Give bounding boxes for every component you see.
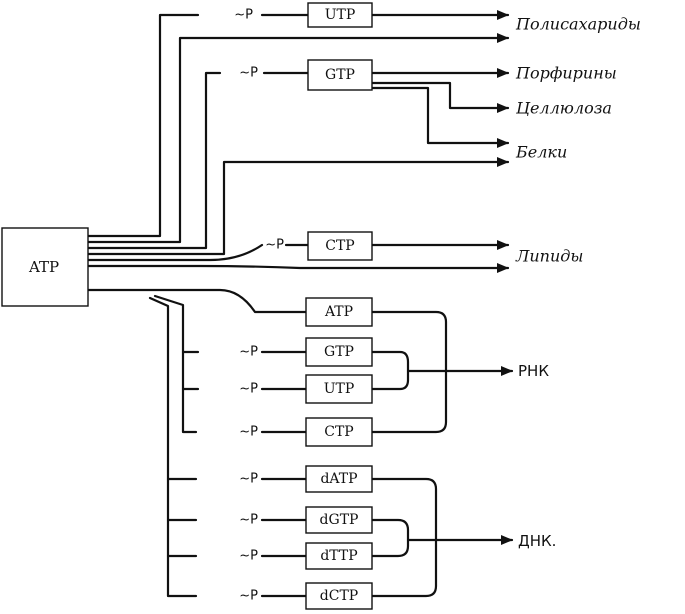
- product-cellulose: Целлюлоза: [515, 99, 612, 118]
- source-atp-box: ATP: [1, 227, 89, 307]
- box-rna-gtp: GTP: [305, 337, 373, 367]
- phosphate-label: ~P: [239, 66, 258, 81]
- product-rna: РНК: [518, 362, 549, 380]
- line-utp-top: [86, 13, 200, 238]
- arrow-proteins-from-gtp: [370, 86, 510, 148]
- box-dna-datp-label: dATP: [320, 471, 357, 487]
- arrow-cellulose: [370, 81, 510, 113]
- phosphate-label: ~P: [239, 513, 258, 528]
- box-dna-dctp-label: dCTP: [320, 588, 358, 604]
- line-gtp-top: [86, 71, 222, 250]
- product-dna: ДНК.: [518, 532, 556, 550]
- box-dna-datp: dATP: [305, 465, 373, 493]
- box-rna-ctp-label: CTP: [324, 424, 353, 440]
- product-lipids: Липиды: [515, 247, 583, 266]
- phosphate-labels: ~P ~P ~P ~P ~P ~P ~P ~P ~P ~P: [234, 8, 284, 604]
- line-dna-trunk: [148, 296, 198, 598]
- arrow-polysaccharides-direct: [86, 33, 510, 244]
- box-rna-utp-label: UTP: [324, 381, 355, 397]
- product-labels: Полисахариды Порфирины Целлюлоза Белки Л…: [515, 15, 641, 551]
- phosphate-label: ~P: [239, 589, 258, 604]
- line-dna-merge-datp-dctp: [370, 477, 438, 598]
- box-rna-ctp: CTP: [305, 417, 373, 447]
- line-rna-atp: [86, 288, 308, 314]
- arrow-lipids-direct: [86, 263, 510, 273]
- phosphate-label: ~P: [239, 472, 258, 487]
- product-porphyrins: Порфирины: [515, 64, 617, 83]
- phosphate-label: ~P: [239, 345, 258, 360]
- box-gtp-top: GTP: [307, 59, 373, 91]
- phosphate-label: ~P: [234, 8, 253, 23]
- box-dna-dgtp: dGTP: [305, 506, 373, 534]
- box-utp-top: UTP: [307, 2, 373, 28]
- phosphate-label: ~P: [239, 425, 258, 440]
- box-rna-atp: ATP: [305, 297, 373, 327]
- source-atp-label: ATP: [28, 258, 59, 276]
- box-utp-top-label: UTP: [325, 7, 356, 23]
- arrow-proteins-direct: [86, 157, 510, 256]
- box-rna-utp: UTP: [305, 374, 373, 404]
- line-dna-merge-dgtp-dttp: [370, 518, 410, 558]
- box-rna-atp-label: ATP: [324, 304, 353, 320]
- box-ctp-lipid: CTP: [307, 231, 373, 261]
- line-rna-trunk: [153, 294, 198, 434]
- phosphate-label: ~P: [239, 549, 258, 564]
- phosphate-label: ~P: [265, 238, 284, 253]
- connector-lines: [86, 10, 514, 598]
- product-proteins: Белки: [515, 143, 567, 162]
- box-gtp-top-label: GTP: [325, 67, 355, 83]
- line-ctp-lipid: [86, 243, 264, 262]
- phosphate-label: ~P: [239, 382, 258, 397]
- box-ctp-lipid-label: CTP: [325, 238, 354, 254]
- box-rna-gtp-label: GTP: [324, 344, 354, 360]
- line-rna-merge-gtp-utp: [370, 350, 410, 391]
- box-dna-dgtp-label: dGTP: [320, 512, 359, 528]
- box-dna-dttp-label: dTTP: [320, 548, 357, 564]
- box-dna-dctp: dCTP: [305, 582, 373, 610]
- box-dna-dttp: dTTP: [305, 542, 373, 570]
- nucleotide-boxes: UTP GTP CTP ATP GTP UTP CTP dATP: [305, 2, 373, 610]
- product-polysaccharides: Полисахариды: [515, 15, 641, 34]
